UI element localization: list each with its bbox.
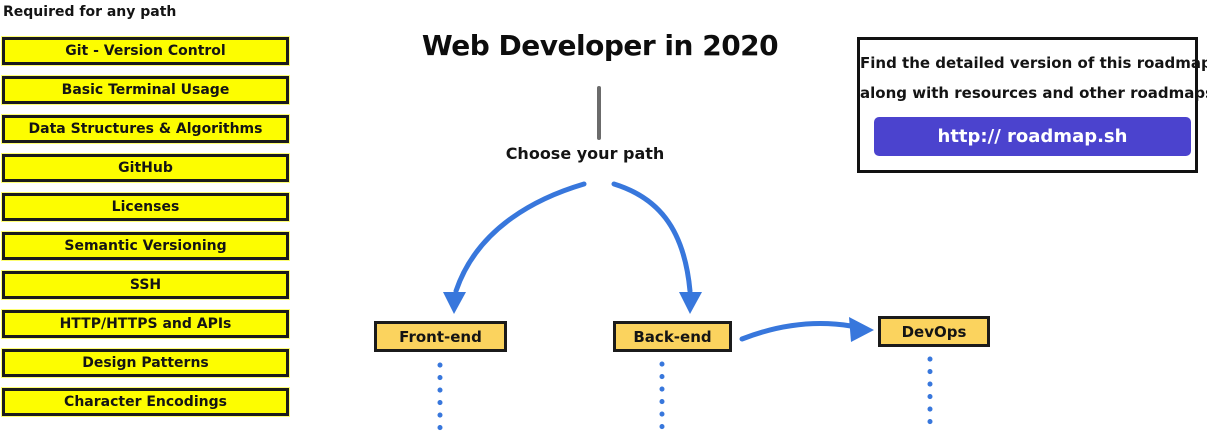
required-topic-box[interactable]: Git - Version Control [2,37,289,65]
page-title: Web Developer in 2020 [421,29,779,62]
required-topic-box[interactable]: Character Encodings [2,388,289,416]
required-topic-box[interactable]: Design Patterns [2,349,289,377]
required-topic-box[interactable]: Basic Terminal Usage [2,76,289,104]
required-section-title: Required for any path [3,4,177,20]
required-topic-box[interactable]: Semantic Versioning [2,232,289,260]
info-text-line1: Find the detailed version of this roadma… [860,54,1207,72]
arrow-to-backend-head [679,292,702,314]
arrow-to-backend [611,181,693,294]
arrow-to-frontend [453,181,587,294]
info-box: Find the detailed version of this roadma… [857,37,1207,173]
required-topic-box[interactable]: Data Structures & Algorithms [2,115,289,143]
arrow-to-frontend-head [443,292,466,314]
arrow-to-devops-head [849,317,874,342]
required-topic-box[interactable]: Licenses [2,193,289,221]
required-topic-box[interactable]: GitHub [2,154,289,182]
roadmap-link-button[interactable]: http:// roadmap.sh [874,117,1191,156]
arrow-to-devops [739,321,854,342]
info-text-line2: along with resources and other roadmaps [860,84,1207,102]
choose-path-label: Choose your path [505,144,665,163]
required-topic-box[interactable]: SSH [2,271,289,299]
path-node-frontend[interactable]: Front-end [374,321,507,352]
path-node-devops[interactable]: DevOps [878,316,990,347]
required-topic-box[interactable]: HTTP/HTTPS and APIs [2,310,289,338]
path-node-backend[interactable]: Back-end [613,321,732,352]
